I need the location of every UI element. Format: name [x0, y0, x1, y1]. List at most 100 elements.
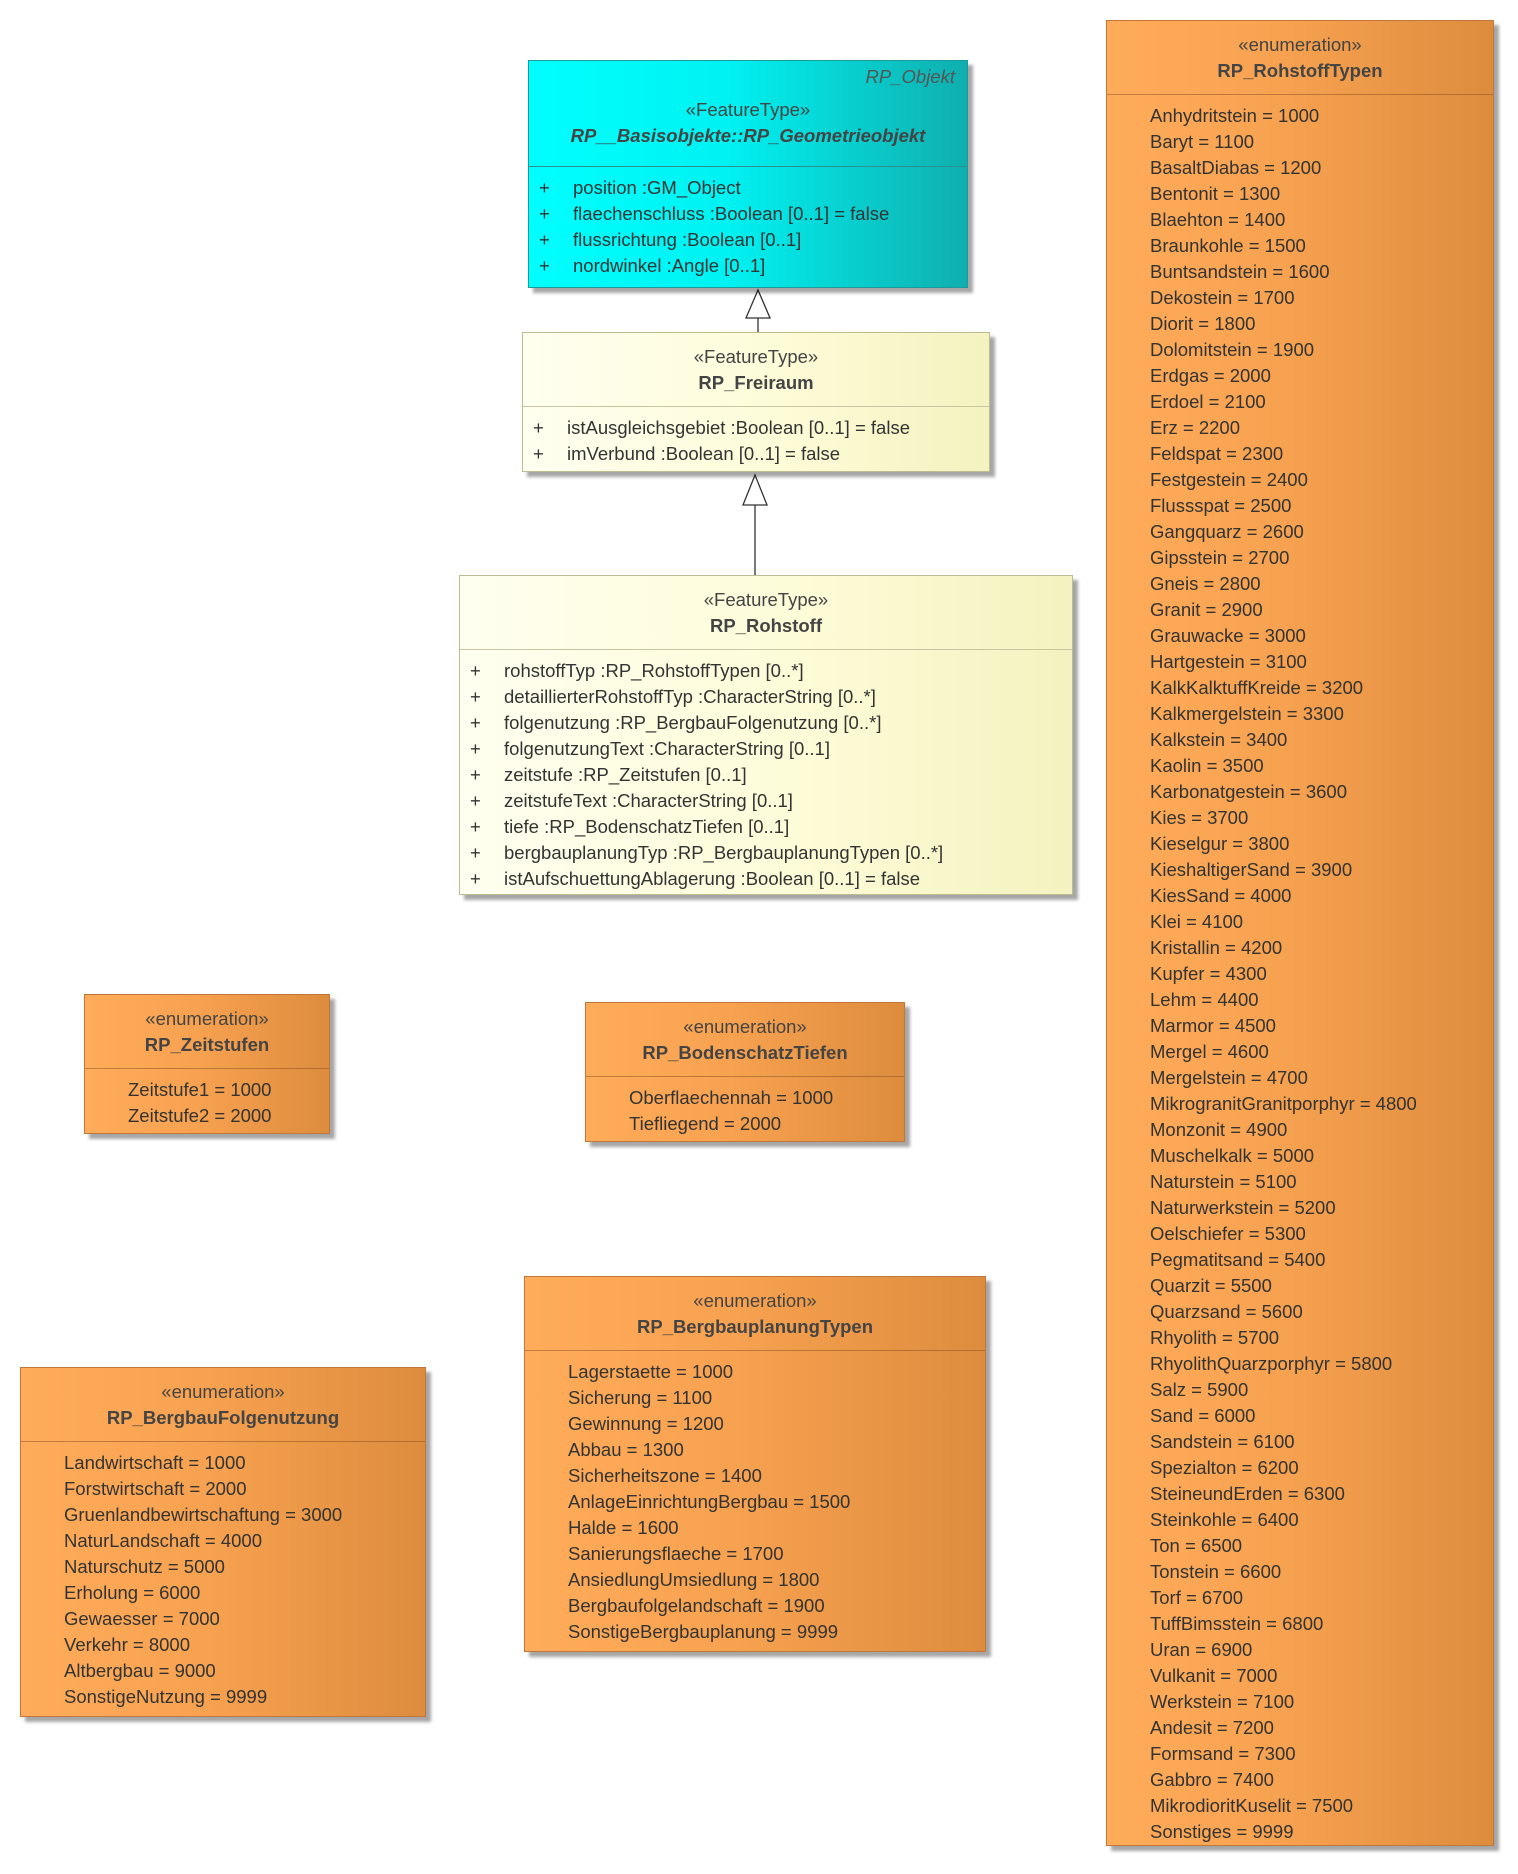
literal-compartment: Oberflaechennah = 1000 Tiefliegend = 200… — [586, 1077, 904, 1137]
enum-literal: Naturwerkstein = 5200 — [1150, 1197, 1336, 1218]
enum-literal: Vulkanit = 7000 — [1150, 1665, 1278, 1686]
enum-literal: Erz = 2200 — [1150, 417, 1240, 438]
attribute-compartment: +position :GM_Object +flaechenschluss :B… — [529, 167, 967, 279]
enum-literal: Bergbaufolgelandschaft = 1900 — [568, 1595, 825, 1616]
enum-name: RP_RohstoffTypen — [1217, 60, 1383, 81]
enum-literal: Mergelstein = 4700 — [1150, 1067, 1308, 1088]
enum-literal: Zeitstufe2 = 2000 — [128, 1105, 272, 1126]
parent-package-tag: RP_Objekt — [865, 66, 955, 87]
enum-literal: Buntsandstein = 1600 — [1150, 261, 1330, 282]
enum-literal: AnsiedlungUmsiedlung = 1800 — [568, 1569, 820, 1590]
class-rp-rohstoff[interactable]: «FeatureType» RP_Rohstoff +rohstoffTyp :… — [459, 575, 1073, 895]
enum-literal: Flussspat = 2500 — [1150, 495, 1292, 516]
attribute-compartment: +istAusgleichsgebiet :Boolean [0..1] = f… — [523, 407, 989, 467]
class-name: RP_Rohstoff — [709, 615, 823, 636]
enum-literal: Karbonatgestein = 3600 — [1150, 781, 1347, 802]
stereotype-label: «enumeration» — [683, 1016, 807, 1037]
enum-literal: Formsand = 7300 — [1150, 1743, 1296, 1764]
enum-literal: KalkKalktuffKreide = 3200 — [1150, 677, 1364, 698]
enum-header: «enumeration» RP_BergbauplanungTypen — [525, 1277, 985, 1351]
attribute-row: +istAusgleichsgebiet :Boolean [0..1] = f… — [533, 417, 910, 438]
enum-literal: Gewinnung = 1200 — [568, 1413, 724, 1434]
enum-literal: Erdoel = 2100 — [1150, 391, 1266, 412]
enum-literal: MikrogranitGranitporphyr = 4800 — [1150, 1093, 1417, 1114]
enum-literal: Klei = 4100 — [1150, 911, 1244, 932]
attribute-row: +folgenutzung :RP_BergbauFolgenutzung [0… — [470, 712, 882, 733]
enum-literal: Altbergbau = 9000 — [64, 1660, 216, 1681]
enum-name: RP_BergbauFolgenutzung — [106, 1407, 340, 1428]
enum-literal: Kies = 3700 — [1150, 807, 1249, 828]
enum-literal: Zeitstufe1 = 1000 — [128, 1079, 272, 1100]
attribute-row: +nordwinkel :Angle [0..1] — [539, 255, 766, 276]
class-header: «FeatureType» RP_Freiraum — [523, 333, 989, 407]
enum-literal: Kalkstein = 3400 — [1150, 729, 1288, 750]
enum-literal: Sandstein = 6100 — [1150, 1431, 1295, 1452]
attribute-row: +detaillierterRohstoffTyp :CharacterStri… — [470, 686, 876, 707]
enum-literal: Gipsstein = 2700 — [1150, 547, 1290, 568]
enum-literal: Oberflaechennah = 1000 — [629, 1087, 834, 1108]
enum-literal: Bentonit = 1300 — [1150, 183, 1281, 204]
enum-rp-bergbaufolgenutzung[interactable]: «enumeration» RP_BergbauFolgenutzung Lan… — [20, 1367, 426, 1717]
enum-literal: Sanierungsflaeche = 1700 — [568, 1543, 784, 1564]
enum-literal: Sand = 6000 — [1150, 1405, 1256, 1426]
enum-literal: Blaehton = 1400 — [1150, 209, 1286, 230]
enum-rp-rohstofftypen[interactable]: «enumeration» RP_RohstoffTypen Anhydrits… — [1106, 20, 1494, 1846]
enum-literal: Muschelkalk = 5000 — [1150, 1145, 1315, 1166]
enum-literal: Grauwacke = 3000 — [1150, 625, 1306, 646]
enum-literal: Quarzit = 5500 — [1150, 1275, 1272, 1296]
enum-name: RP_Zeitstufen — [144, 1034, 270, 1055]
generalization-arrowhead-geometrieobjekt — [745, 288, 771, 319]
enum-literal: Lehm = 4400 — [1150, 989, 1259, 1010]
enum-literal: Gneis = 2800 — [1150, 573, 1261, 594]
stereotype-label: «FeatureType» — [703, 589, 829, 610]
enum-literal: Torf = 6700 — [1150, 1587, 1244, 1608]
enum-literal: Dekostein = 1700 — [1150, 287, 1295, 308]
attribute-row: +istAufschuettungAblagerung :Boolean [0.… — [470, 868, 921, 889]
attribute-row: +rohstoffTyp :RP_RohstoffTypen [0..*] — [470, 660, 804, 681]
enum-literal: TuffBimsstein = 6800 — [1150, 1613, 1324, 1634]
enum-rp-bodenschatztiefen[interactable]: «enumeration» RP_BodenschatzTiefen Oberf… — [585, 1002, 905, 1142]
enum-literal: Sicherheitszone = 1400 — [568, 1465, 762, 1486]
enum-literal: Oelschiefer = 5300 — [1150, 1223, 1306, 1244]
enum-literal: Sonstiges = 9999 — [1150, 1821, 1294, 1842]
enum-literal: Uran = 6900 — [1150, 1639, 1253, 1660]
enum-literal: Werkstein = 7100 — [1150, 1691, 1295, 1712]
enum-literal: AnlageEinrichtungBergbau = 1500 — [568, 1491, 851, 1512]
attribute-row: +flaechenschluss :Boolean [0..1] = false — [539, 203, 890, 224]
enum-header: «enumeration» RP_BergbauFolgenutzung — [21, 1368, 425, 1442]
enum-literal: Tonstein = 6600 — [1150, 1561, 1282, 1582]
enum-literal: Naturstein = 5100 — [1150, 1171, 1297, 1192]
enum-literal: KieshaltigerSand = 3900 — [1150, 859, 1353, 880]
enum-literal: NaturLandschaft = 4000 — [64, 1530, 262, 1551]
enum-literal: Feldspat = 2300 — [1150, 443, 1284, 464]
enum-literal: Kieselgur = 3800 — [1150, 833, 1290, 854]
enum-literal: Gruenlandbewirtschaftung = 3000 — [64, 1504, 343, 1525]
enum-literal: Kristallin = 4200 — [1150, 937, 1283, 958]
enum-literal: SteineundErden = 6300 — [1150, 1483, 1345, 1504]
enum-literal: Abbau = 1300 — [568, 1439, 684, 1460]
enum-literal: Diorit = 1800 — [1150, 313, 1256, 334]
enum-name: RP_BodenschatzTiefen — [642, 1042, 848, 1063]
attribute-row: +flussrichtung :Boolean [0..1] — [539, 229, 802, 250]
attribute-row: +position :GM_Object — [539, 177, 741, 198]
enum-literal: Quarzsand = 5600 — [1150, 1301, 1303, 1322]
enum-literal: MikrodioritKuselit = 7500 — [1150, 1795, 1354, 1816]
enum-literal: Ton = 6500 — [1150, 1535, 1243, 1556]
class-rp-geometrieobjekt[interactable]: RP_Objekt «FeatureType» RP__Basisobjekte… — [528, 60, 968, 288]
class-rp-freiraum[interactable]: «FeatureType» RP_Freiraum +istAusgleichs… — [522, 332, 990, 472]
enum-literal: Erholung = 6000 — [64, 1582, 201, 1603]
enum-rp-zeitstufen[interactable]: «enumeration» RP_Zeitstufen Zeitstufe1 =… — [84, 994, 330, 1134]
enum-literal: Gabbro = 7400 — [1150, 1769, 1274, 1790]
enum-literal: Forstwirtschaft = 2000 — [64, 1478, 247, 1499]
attribute-row: +bergbauplanungTyp :RP_BergbauplanungTyp… — [470, 842, 944, 863]
enum-literal: Tiefliegend = 2000 — [629, 1113, 782, 1134]
enum-literal: Kupfer = 4300 — [1150, 963, 1267, 984]
enum-literal: Baryt = 1100 — [1150, 131, 1255, 152]
enum-rp-bergbauplanungtypen[interactable]: «enumeration» RP_BergbauplanungTypen Lag… — [524, 1276, 986, 1652]
enum-literal: Marmor = 4500 — [1150, 1015, 1276, 1036]
stereotype-label: «enumeration» — [693, 1290, 817, 1311]
enum-literal: Halde = 1600 — [568, 1517, 679, 1538]
attribute-row: +imVerbund :Boolean [0..1] = false — [533, 443, 841, 464]
